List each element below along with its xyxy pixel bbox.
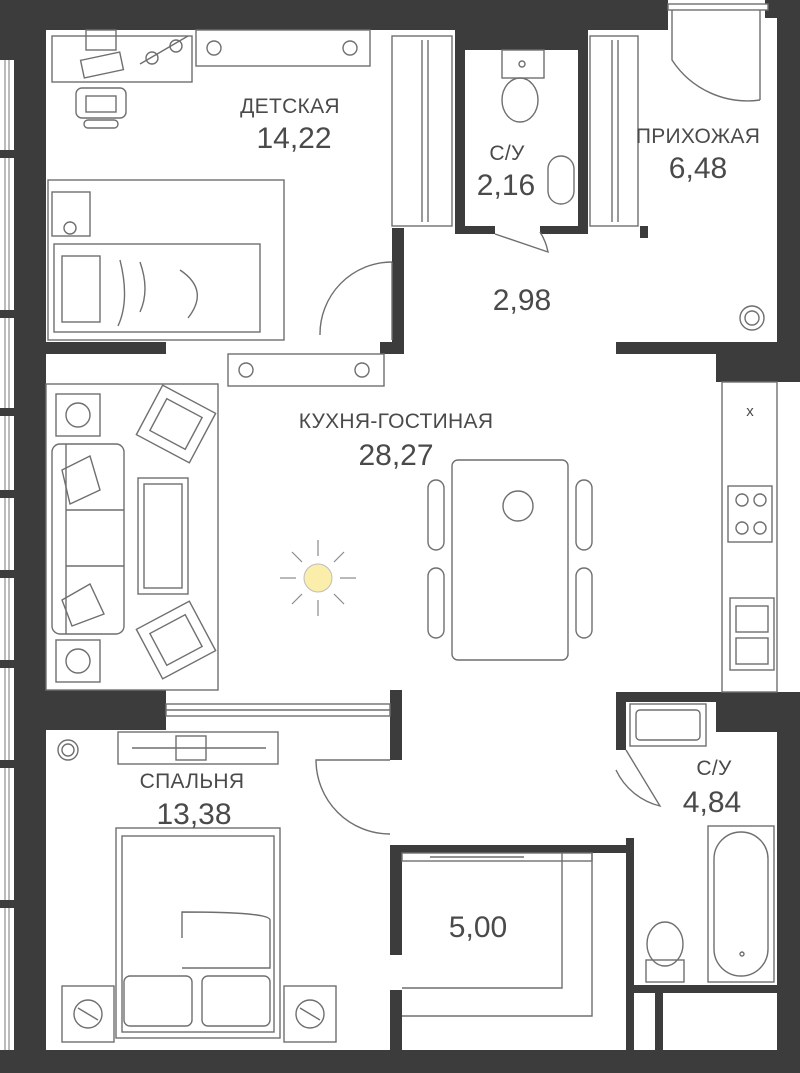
kids-furniture <box>47 29 371 341</box>
hood-mark: x <box>746 403 754 420</box>
room-area-kitchen-living: 28,27 <box>358 439 433 472</box>
living-furniture <box>45 353 778 693</box>
room-name-bath-large: С/У <box>696 757 732 780</box>
room-labels: ДЕТСКАЯ 14,22 С/У 2,16 ПРИХОЖАЯ 6,48 2,9… <box>140 95 760 944</box>
ceiling-light-icon <box>303 563 333 593</box>
room-name-kitchen-living: КУХНЯ-ГОСТИНАЯ <box>299 410 494 433</box>
large-wc-fixtures <box>629 703 775 983</box>
windows <box>0 60 14 1050</box>
room-area-hall: 6,48 <box>669 152 727 185</box>
small-wc-fixtures <box>501 49 575 205</box>
bedroom-furniture <box>57 703 391 1043</box>
room-area-bath-small: 2,16 <box>477 169 535 202</box>
room-name-bath-small: С/У <box>489 142 525 165</box>
walkin-wardrobe <box>401 852 593 1017</box>
light-rays <box>280 540 356 616</box>
room-area-bath-large: 4,84 <box>683 786 741 819</box>
doors <box>315 3 769 835</box>
room-area-kids: 14,22 <box>256 122 331 155</box>
room-area-wardrobe: 5,00 <box>449 911 507 944</box>
room-area-corridor: 2,98 <box>493 284 551 317</box>
room-name-hall: ПРИХОЖАЯ <box>636 125 760 148</box>
room-name-bedroom: СПАЛЬНЯ <box>140 770 245 793</box>
room-area-bedroom: 13,38 <box>156 798 231 831</box>
hall-wardrobe <box>391 35 765 331</box>
room-name-kids: ДЕТСКАЯ <box>240 95 340 118</box>
